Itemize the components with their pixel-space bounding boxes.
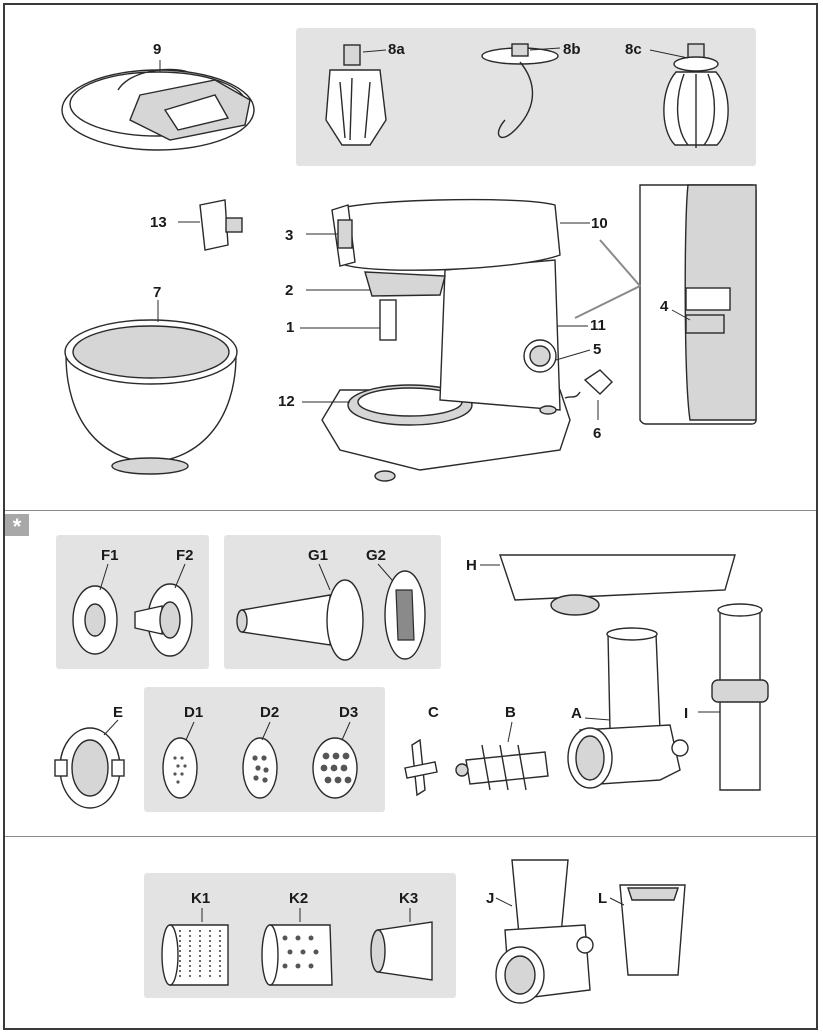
label-G1: G1 [308,547,329,564]
section-divider-1 [5,510,816,511]
feeding-tray-drawing [480,554,736,616]
grating-drums-drawing [161,908,433,986]
label-5: 5 [593,341,602,358]
label-B: B [505,704,516,721]
label-10: 10 [591,215,608,232]
label-8a: 8a [388,41,405,58]
dough-hook-drawing [481,43,561,139]
label-13: 13 [150,214,167,231]
f-parts-drawing [72,563,193,657]
outlet-cover-drawing [178,199,243,251]
label-D2: D2 [260,704,280,721]
label-D1: D1 [184,704,204,721]
label-J: J [486,890,495,907]
mincer-body-drawing [567,627,689,789]
label-G2: G2 [366,547,387,564]
mixing-bowl-drawing [64,300,238,475]
label-K2: K2 [289,890,309,907]
label-A: A [571,705,582,722]
flat-beater-drawing [325,44,387,146]
detail-inset-drawing [574,184,757,425]
whisk-drawing [649,43,729,148]
label-6: 6 [593,425,602,442]
slicer-pusher-drawing [609,884,686,976]
label-F1: F1 [101,547,119,564]
cutting-blade-drawing [404,738,438,797]
splash-guard-drawing [61,60,255,151]
label-8b: 8b [563,41,581,58]
label-3: 3 [285,227,294,244]
label-7: 7 [153,284,162,301]
label-K1: K1 [191,890,211,907]
auger-drawing [455,721,549,791]
g-parts-drawing [236,563,426,661]
label-F2: F2 [176,547,194,564]
label-12: 12 [278,393,295,410]
label-L: L [598,890,608,907]
section-divider-2 [5,836,816,837]
label-8c: 8c [625,41,642,58]
stand-mixer-drawing [300,198,613,482]
label-D3: D3 [339,704,359,721]
food-pusher-drawing [698,603,769,791]
slicer-body-drawing [495,859,594,1004]
label-9: 9 [153,41,162,58]
label-I: I [684,705,689,722]
label-H: H [466,557,477,574]
label-4: 4 [660,298,669,315]
label-C: C [428,704,439,721]
ring-nut-drawing [54,719,125,809]
optional-accessories-marker: * [5,514,29,539]
label-11: 11 [590,317,606,334]
label-1: 1 [286,319,295,336]
page-frame [3,3,818,1030]
label-K3: K3 [399,890,419,907]
mincing-plates-drawing [162,721,358,799]
label-E: E [113,704,124,721]
label-2: 2 [285,282,294,299]
